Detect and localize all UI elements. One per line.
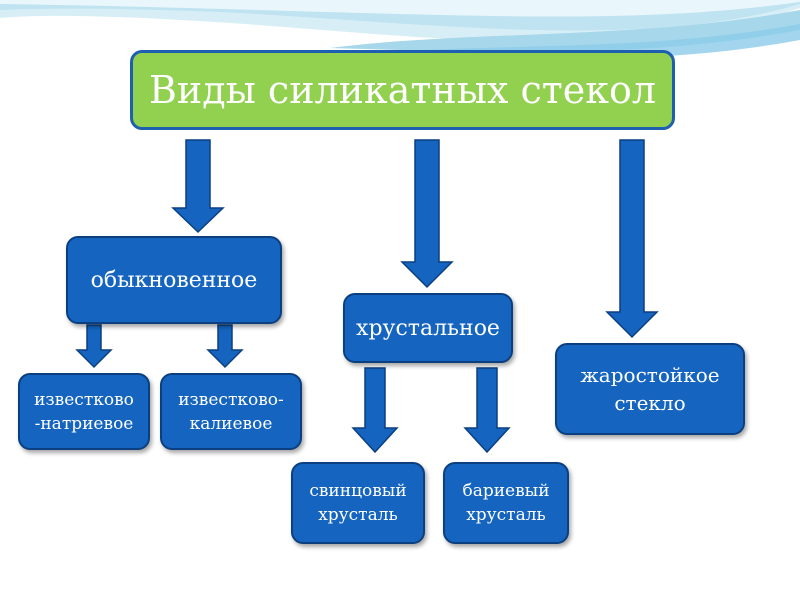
arrow-ordinary-to-lime-sodium <box>75 324 113 369</box>
arrow-title-to-heat-resistant <box>605 139 659 339</box>
node-lime-sodium: известково -натриевое <box>18 373 150 450</box>
arrow-title-to-crystal <box>400 139 454 289</box>
wave-decoration <box>0 0 800 59</box>
node-lime-potassium: известково- калиевое <box>160 373 302 450</box>
arrow-crystal-to-barium <box>463 367 511 454</box>
arrow-ordinary-to-lime-potassium <box>206 324 244 369</box>
node-barium-crystal: бариевый хрусталь <box>443 462 569 544</box>
node-heat-resistant: жаростойкое стекло <box>555 343 745 435</box>
node-lead-crystal: свинцовый хрусталь <box>291 462 425 544</box>
arrow-title-to-ordinary <box>171 139 225 234</box>
node-crystal: хрустальное <box>343 293 513 363</box>
node-ordinary: обыкновенное <box>66 236 282 324</box>
arrow-crystal-to-lead <box>351 367 399 454</box>
diagram-title: Виды силикатных стекол <box>130 50 675 130</box>
